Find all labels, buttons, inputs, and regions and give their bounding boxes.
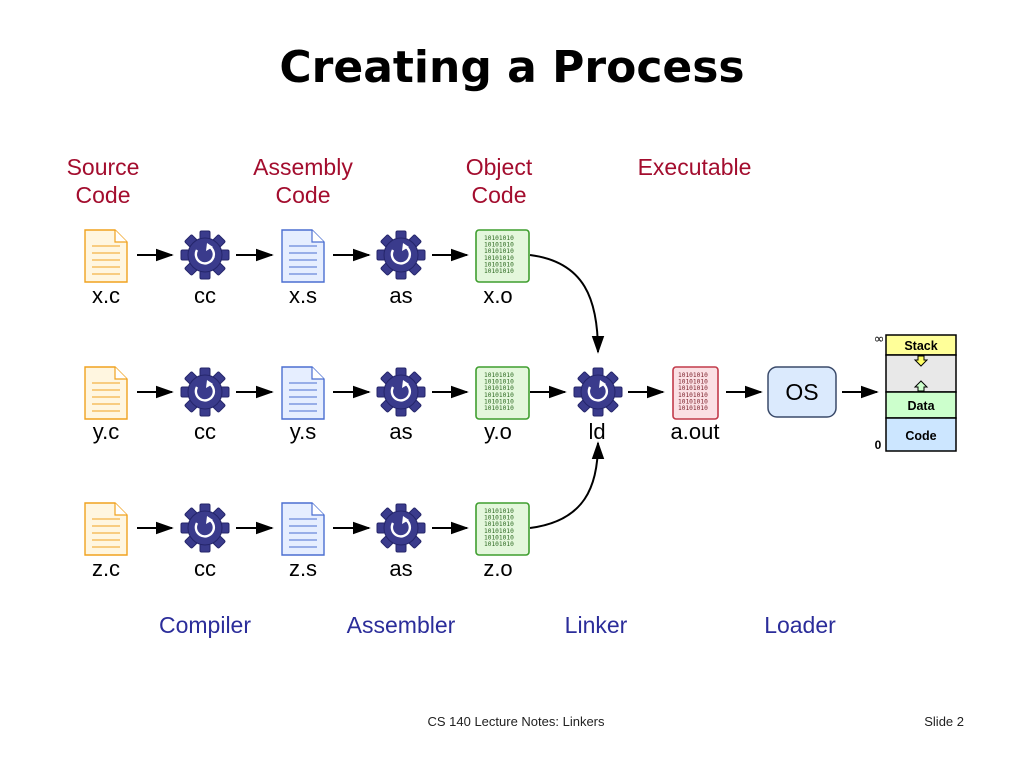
source-file-label: x.c bbox=[91, 283, 121, 308]
source-file-icon bbox=[84, 366, 128, 420]
assembler-label: as bbox=[389, 283, 413, 308]
binary-text-line: 10101010 bbox=[678, 385, 708, 392]
binary-text-line: 10101010 bbox=[484, 528, 514, 535]
object-file-label: x.o bbox=[483, 283, 513, 308]
curve-arrow-bottom bbox=[529, 441, 605, 529]
executable-file-icon: 1010101010101010101010101010101010101010… bbox=[672, 366, 719, 420]
header-assembly-code: Assembly Code bbox=[253, 154, 353, 208]
binary-text-line: 10101010 bbox=[484, 379, 514, 386]
executable-label: a.out bbox=[670, 419, 720, 444]
assembler-gear-icon bbox=[375, 366, 427, 418]
binary-text-line: 10101010 bbox=[678, 405, 708, 412]
assembly-file-label: x.s bbox=[288, 283, 318, 308]
linker-gear-icon bbox=[572, 366, 624, 418]
assembly-file-icon bbox=[281, 229, 325, 283]
binary-text-line: 10101010 bbox=[484, 261, 514, 268]
source-file-icon bbox=[84, 229, 128, 283]
source-file-label: y.c bbox=[92, 419, 120, 444]
object-file-label: y.o bbox=[484, 419, 512, 444]
memory-data-label: Data bbox=[907, 399, 935, 413]
source-file-label: z.c bbox=[91, 556, 121, 581]
source-file-icon bbox=[84, 502, 128, 556]
assembly-file-icon bbox=[281, 502, 325, 556]
slide-title: Creating a Process bbox=[279, 42, 745, 93]
compiler-label: cc bbox=[194, 556, 216, 581]
binary-text-line: 10101010 bbox=[484, 255, 514, 262]
assembly-file-icon bbox=[281, 366, 325, 420]
row-arrows bbox=[137, 248, 879, 535]
memory-stack-label: Stack bbox=[904, 339, 937, 353]
footer-slide-number: Slide 2 bbox=[924, 714, 964, 729]
footer-course: CS 140 Lecture Notes: Linkers bbox=[427, 714, 605, 729]
memory-code-label: Code bbox=[905, 429, 936, 443]
object-file-icon: 1010101010101010101010101010101010101010… bbox=[475, 366, 530, 420]
object-file-label: z.o bbox=[483, 556, 513, 581]
assembler-gear-icon bbox=[375, 229, 427, 281]
object-file-icon: 1010101010101010101010101010101010101010… bbox=[475, 229, 530, 283]
compiler-label: cc bbox=[194, 419, 216, 444]
stage-loader: Loader bbox=[764, 612, 836, 638]
compiler-gear-icon bbox=[179, 229, 231, 281]
binary-text-line: 10101010 bbox=[484, 385, 514, 392]
binary-text-line: 10101010 bbox=[678, 392, 708, 399]
object-file-icon: 1010101010101010101010101010101010101010… bbox=[475, 502, 530, 556]
binary-text-line: 10101010 bbox=[484, 515, 514, 522]
binary-text-line: 10101010 bbox=[484, 521, 514, 528]
stage-assembler: Assembler bbox=[346, 612, 456, 638]
assembler-label: as bbox=[389, 419, 413, 444]
compiler-label: cc bbox=[194, 283, 216, 308]
binary-text-line: 10101010 bbox=[484, 372, 514, 379]
assembler-label: as bbox=[389, 556, 413, 581]
header-object-code: Object Code bbox=[465, 154, 533, 208]
compiler-gear-icon bbox=[179, 366, 231, 418]
heap-grow-arrow-icon bbox=[913, 380, 929, 392]
binary-text-line: 10101010 bbox=[484, 534, 514, 541]
os-box: OS bbox=[767, 366, 837, 418]
binary-text-line: 10101010 bbox=[484, 508, 514, 515]
curve-arrow-top bbox=[529, 254, 605, 354]
linker-label: ld bbox=[588, 419, 606, 444]
binary-text-line: 10101010 bbox=[484, 392, 514, 399]
stage-linker: Linker bbox=[564, 612, 628, 638]
assembler-gear-icon bbox=[375, 502, 427, 554]
assembly-file-label: y.s bbox=[289, 419, 317, 444]
header-executable: Executable bbox=[637, 154, 752, 180]
binary-text-line: 10101010 bbox=[484, 242, 514, 249]
binary-text-line: 10101010 bbox=[678, 398, 708, 405]
compiler-gear-icon bbox=[179, 502, 231, 554]
binary-text-line: 10101010 bbox=[678, 372, 708, 379]
binary-text-line: 10101010 bbox=[484, 541, 514, 548]
header-source-code: Source Code bbox=[66, 154, 140, 208]
binary-text-line: 10101010 bbox=[484, 248, 514, 255]
memory-top-marker: ∞ bbox=[874, 332, 885, 347]
binary-text-line: 10101010 bbox=[484, 235, 514, 242]
memory-layout: Stack Data Code ∞ 0 bbox=[874, 332, 957, 452]
memory-bottom-marker: 0 bbox=[875, 438, 882, 452]
os-label: OS bbox=[785, 379, 818, 405]
binary-text-line: 10101010 bbox=[678, 379, 708, 386]
stage-compiler: Compiler bbox=[158, 612, 252, 638]
binary-text-line: 10101010 bbox=[484, 405, 514, 412]
assembly-file-label: z.s bbox=[288, 556, 318, 581]
binary-text-line: 10101010 bbox=[484, 398, 514, 405]
binary-text-line: 10101010 bbox=[484, 268, 514, 275]
stack-grow-arrow-icon bbox=[913, 355, 929, 367]
